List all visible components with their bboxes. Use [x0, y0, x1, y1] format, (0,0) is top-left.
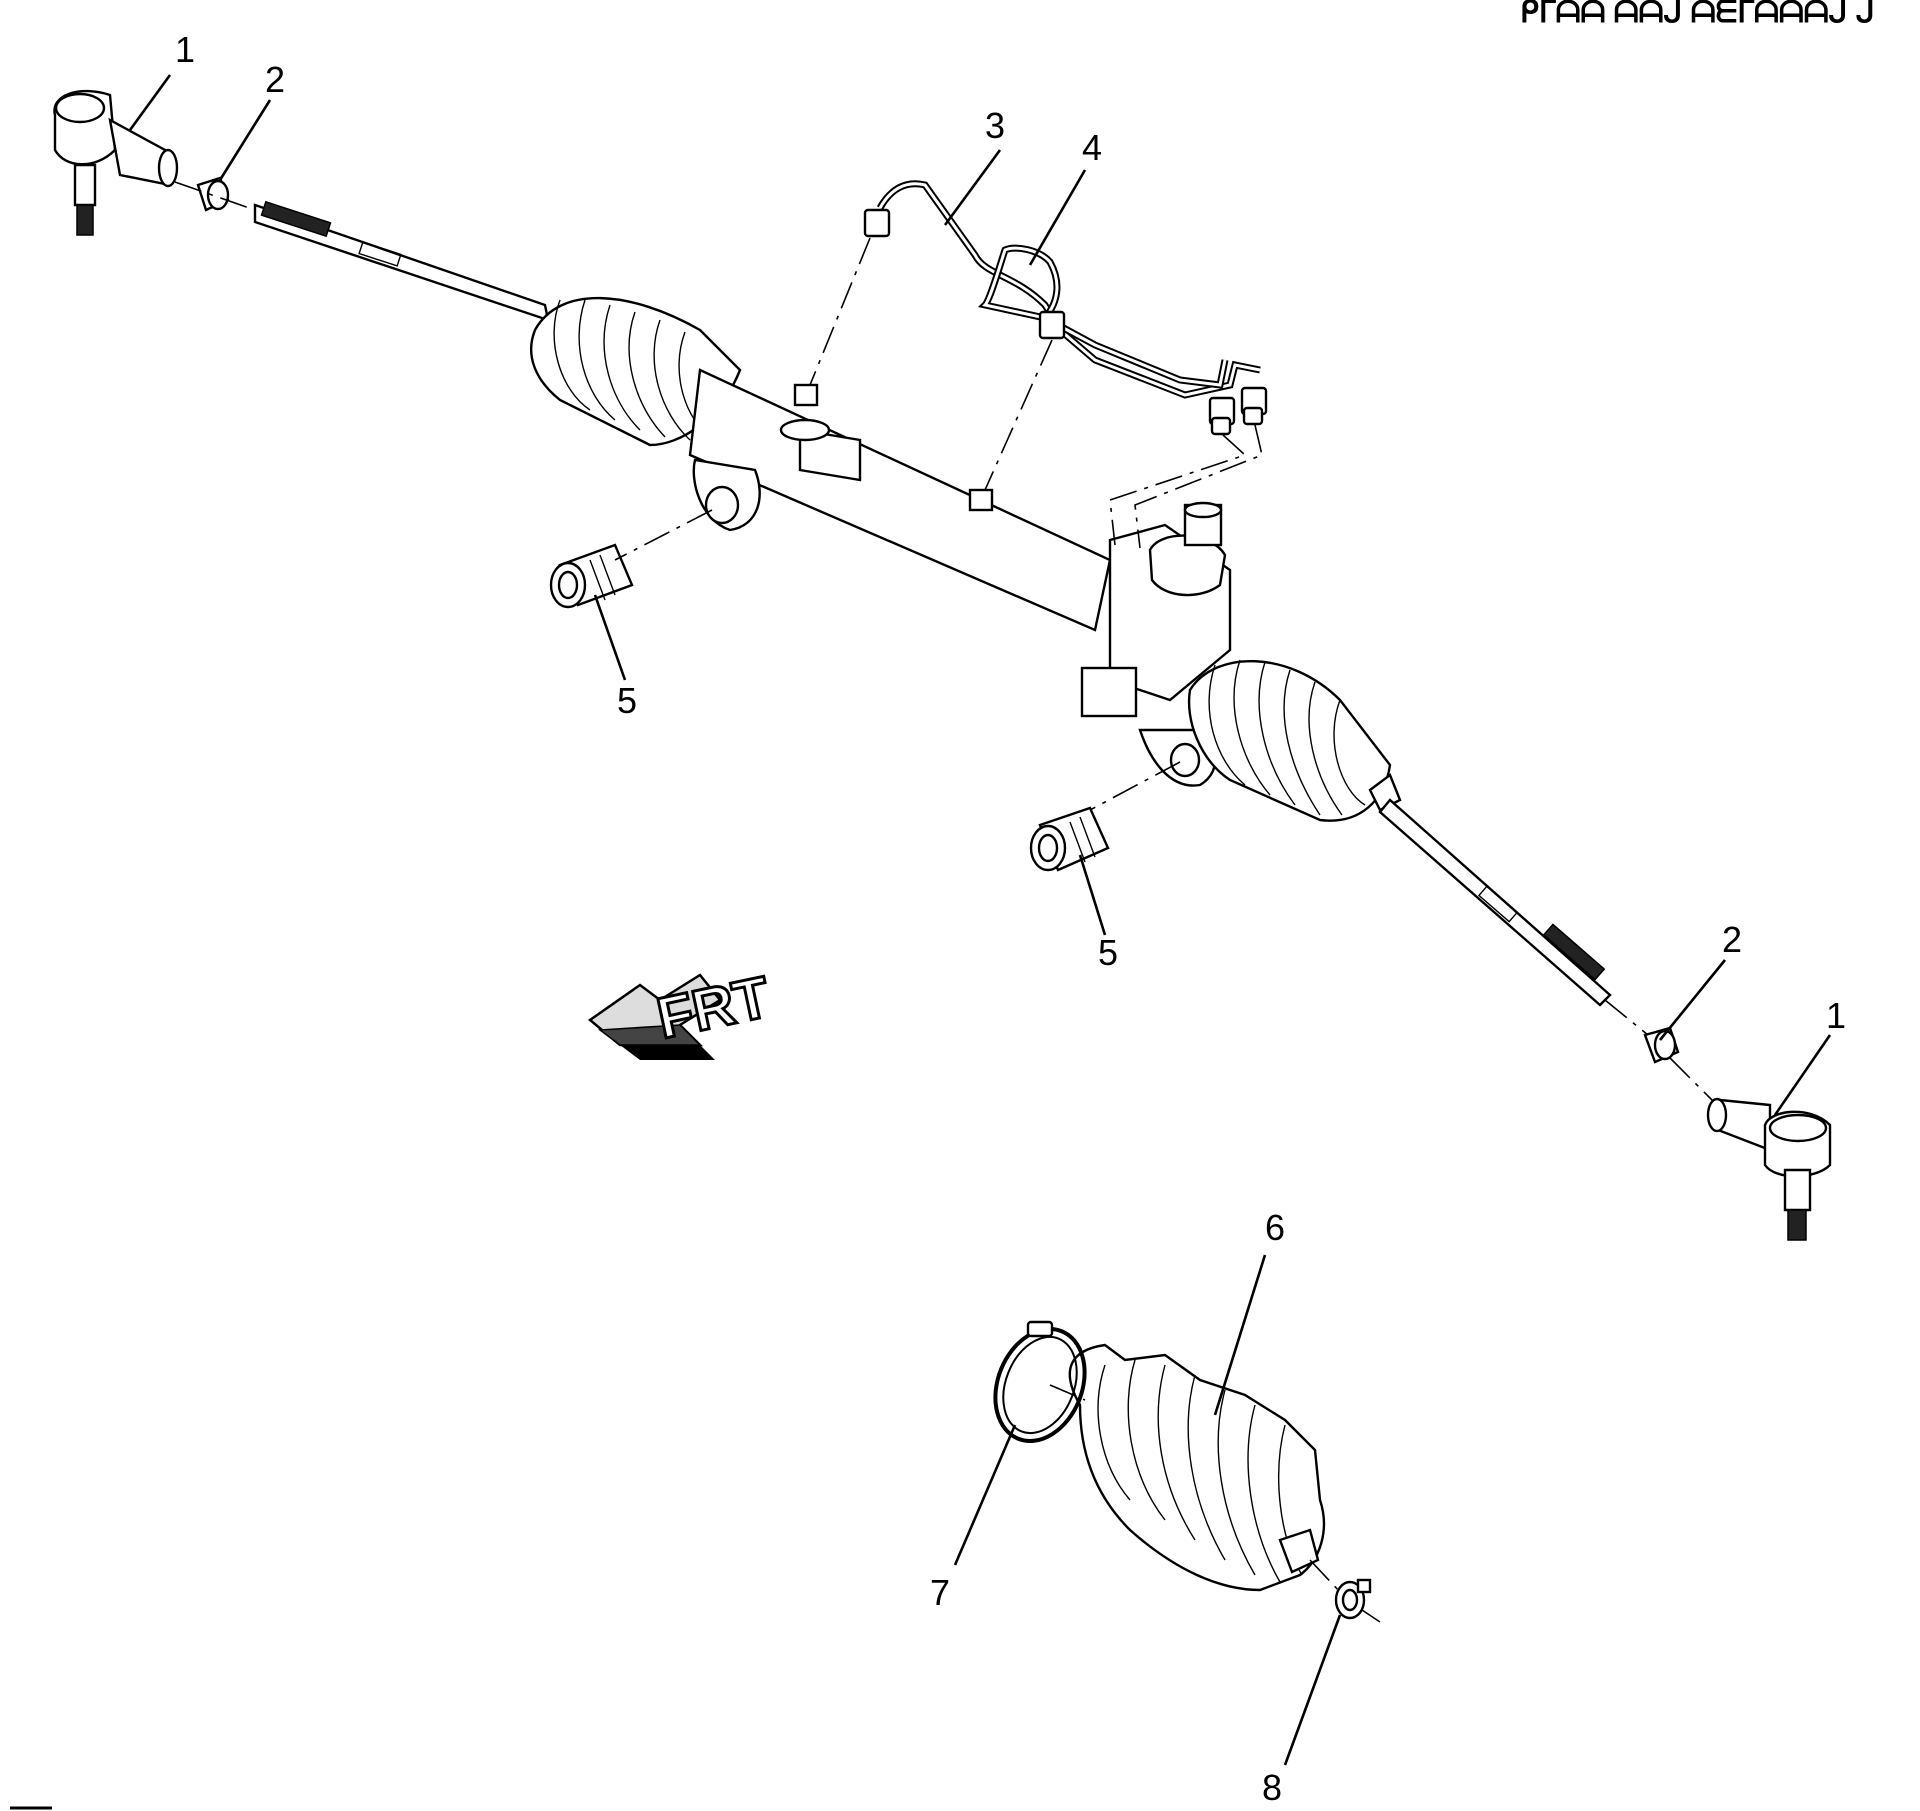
- callout-1-left: 1: [175, 29, 195, 70]
- front-direction-arrow-icon: [587, 973, 722, 1060]
- outer-tie-rod-end-left: [53, 89, 179, 236]
- assembly-lines: [174, 181, 1713, 1623]
- callout-4: 4: [1082, 127, 1102, 168]
- callout-6: 6: [1265, 1207, 1285, 1248]
- frt-label: FRT: [652, 964, 776, 1051]
- callout-7: 7: [930, 1572, 950, 1613]
- mount-bushing-left: [549, 543, 634, 609]
- jam-nut-left: [196, 176, 230, 212]
- boot-clamp-large: [993, 1320, 1087, 1444]
- callout-8: 8: [1262, 1767, 1282, 1808]
- mount-bushing-right: [1029, 806, 1110, 872]
- callout-2-left: 2: [265, 59, 285, 100]
- boot: [1068, 1343, 1326, 1592]
- jam-nut-right: [1643, 1026, 1680, 1064]
- callout-labels: 1 2 3 4 5 5 2 1 6 7 8: [175, 29, 1846, 1808]
- outer-tie-rod-end-right: [1706, 1097, 1832, 1241]
- callout-5-left: 5: [617, 680, 637, 721]
- callout-5-right: 5: [1098, 932, 1118, 973]
- callout-3: 3: [985, 105, 1005, 146]
- callout-leaders: [128, 74, 1832, 1766]
- callout-1-right: 1: [1826, 995, 1846, 1036]
- rack-assembly: [253, 200, 1612, 1007]
- diagram-code: ᑭᒥᗩᗩ ᗩᗩᒍ ᗩᗴᒥᗩᗩᗩᒍ ᒍ: [1520, 0, 1875, 29]
- hydraulic-pipes: [863, 180, 1268, 436]
- callout-2-right: 2: [1722, 919, 1742, 960]
- boot-clamp-small: [1334, 1578, 1372, 1620]
